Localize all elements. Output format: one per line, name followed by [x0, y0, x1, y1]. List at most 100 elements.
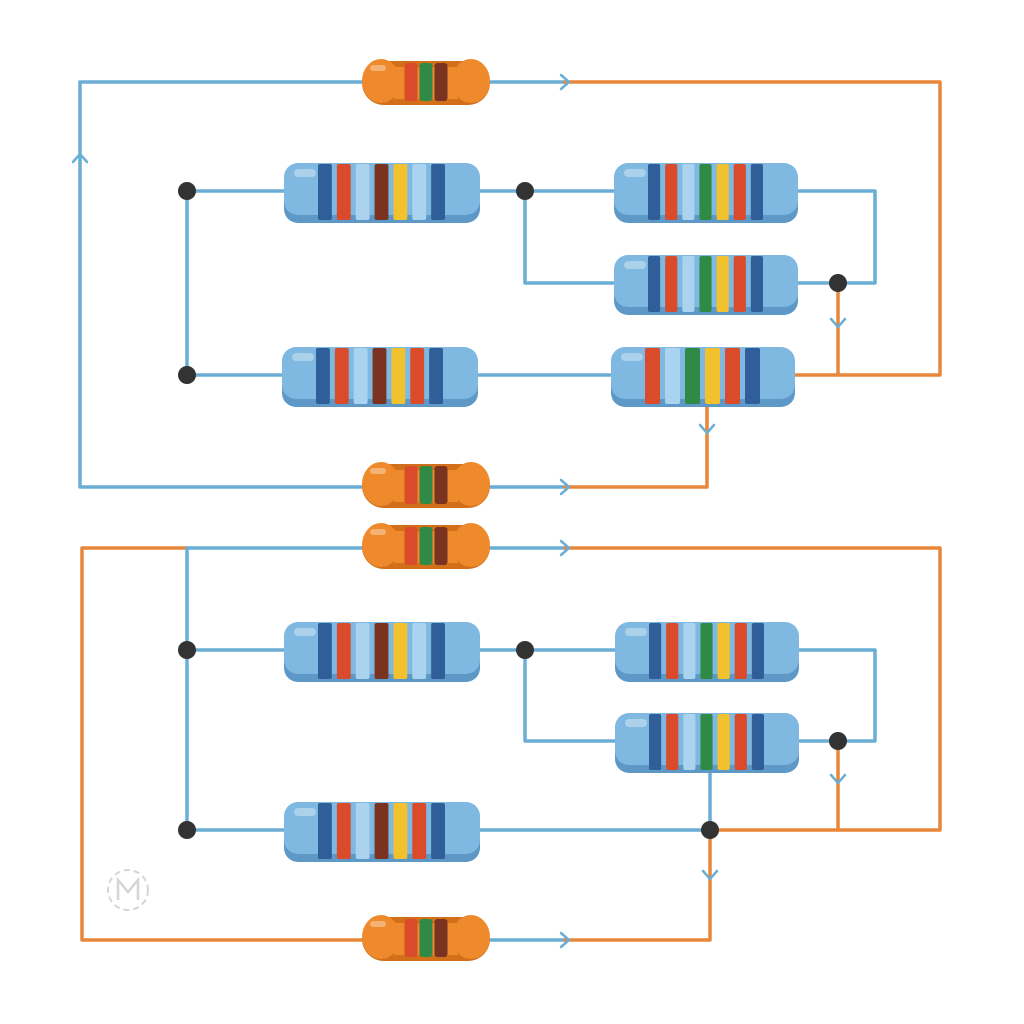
circuit-logo-icon [107, 869, 149, 911]
top-wire-branch [523, 189, 617, 285]
bottom-node-right [829, 732, 847, 750]
top-node-right [829, 274, 847, 292]
bottom-orange-resistor-top-band-2 [419, 527, 433, 565]
top-blue-resistor-lower-right-band-3 [685, 348, 700, 404]
bottom-orange-resistor-top-cap-left [362, 523, 400, 567]
top-blue-resistor-upper-left-band-7 [431, 164, 445, 220]
top-orange-resistor-top-band-3 [434, 63, 448, 101]
top-blue-resistor-upper-left [284, 163, 480, 223]
top-orange-resistor-top-cap-left [362, 59, 400, 103]
bottom-blue-resistor-upper-right-band-6 [734, 623, 747, 679]
top-orange-resistor-top-band-1 [404, 63, 418, 101]
top-blue-resistor-upper-right-band-2 [665, 164, 678, 220]
nodes-layer [178, 182, 847, 839]
top-blue-resistor-lower-left-band-7 [429, 348, 443, 404]
bottom-blue-resistor-upper-right [615, 622, 799, 682]
wires-layer [78, 80, 942, 942]
bottom-blue-resistor-middle-right-band-3 [683, 714, 696, 770]
bottom-arrow-top [559, 539, 571, 557]
top-orange-resistor-bottom [362, 462, 490, 508]
top-blue-resistor-upper-right-band-5 [716, 164, 729, 220]
top-orange-resistor-top-cap-right [452, 59, 490, 103]
bottom-orange-resistor-top-band-1 [404, 527, 418, 565]
top-blue-resistor-upper-left-band-3 [355, 164, 370, 220]
bottom-blue-resistor-middle-right-band-7 [751, 714, 764, 770]
top-blue-resistor-lower-right-band-2 [665, 348, 680, 404]
top-blue-resistor-middle-right-band-2 [665, 256, 678, 312]
bottom-node-center [701, 821, 719, 839]
top-blue-resistor-lower-right-band-4 [705, 348, 720, 404]
top-blue-resistor-upper-right-band-1 [648, 164, 661, 220]
top-blue-resistor-middle-right-band-3 [682, 256, 695, 312]
top-blue-resistor-upper-left-band-6 [412, 164, 427, 220]
bottom-blue-resistor-lower-left-band-5 [393, 803, 408, 859]
top-blue-resistor-middle-right-band-5 [716, 256, 729, 312]
resistors-layer [282, 59, 799, 961]
bottom-wire-branch [523, 648, 617, 743]
top-blue-resistor-upper-left-band-5 [393, 164, 408, 220]
bottom-node-upper-left [178, 641, 196, 659]
bottom-orange-resistor-bottom-band-3 [434, 919, 448, 957]
bottom-wire-outer-left-orange [80, 546, 364, 942]
bottom-blue-resistor-lower-left-band-7 [431, 803, 445, 859]
top-blue-resistor-lower-right-band-5 [725, 348, 740, 404]
top-arrow-left [71, 152, 89, 164]
bottom-blue-resistor-middle-right-band-5 [717, 714, 730, 770]
bottom-blue-resistor-upper-left-band-5 [393, 623, 408, 679]
bottom-blue-resistor-lower-left-band-6 [412, 803, 427, 859]
top-blue-resistor-lower-left-band-4 [372, 348, 387, 404]
bottom-orange-resistor-bottom-cap-left [362, 915, 400, 959]
top-blue-resistor-lower-left-band-1 [316, 348, 330, 404]
bottom-wire-left-vertical [185, 546, 287, 832]
bottom-blue-resistor-lower-left-band-1 [318, 803, 332, 859]
bottom-blue-resistor-middle-right-band-2 [666, 714, 679, 770]
bottom-blue-resistor-upper-left-band-6 [412, 623, 427, 679]
top-orange-resistor-bottom-band-3 [434, 466, 448, 504]
bottom-orange-resistor-bottom-band-2 [419, 919, 433, 957]
bottom-blue-resistor-lower-left-band-4 [374, 803, 389, 859]
bottom-blue-resistor-upper-right-band-2 [666, 623, 679, 679]
top-blue-resistor-upper-right-band-4 [699, 164, 712, 220]
top-orange-resistor-bottom-band-2 [419, 466, 433, 504]
bottom-wire-right-loop [797, 648, 877, 743]
top-blue-resistor-upper-right-band-6 [733, 164, 746, 220]
bottom-orange-resistor-bottom-band-1 [404, 919, 418, 957]
bottom-blue-resistor-middle-right-band-4 [700, 714, 713, 770]
bottom-wire-return-orange [563, 546, 942, 832]
bottom-blue-resistor-upper-right-band-1 [649, 623, 662, 679]
bottom-blue-resistor-lower-left-band-2 [336, 803, 351, 859]
bottom-arrow-right-drop [829, 773, 847, 785]
top-blue-resistor-middle-right-band-6 [733, 256, 746, 312]
top-blue-resistor-lower-right-band-1 [645, 348, 660, 404]
top-blue-resistor-middle-right-highlight [624, 261, 646, 269]
bottom-blue-resistor-upper-left-band-4 [374, 623, 389, 679]
bottom-blue-resistor-upper-right-band-7 [751, 623, 764, 679]
bottom-blue-resistor-lower-left [284, 802, 480, 862]
top-node-upper-left [178, 182, 196, 200]
top-arrow-right-drop [829, 317, 847, 329]
top-blue-resistor-middle-right [614, 255, 798, 315]
bottom-wire-bottom-orange [563, 828, 712, 942]
top-blue-resistor-lower-left-band-3 [353, 348, 368, 404]
bottom-orange-resistor-top-cap-right [452, 523, 490, 567]
top-blue-resistor-upper-right-band-3 [682, 164, 695, 220]
bottom-blue-resistor-upper-left-band-1 [318, 623, 332, 679]
top-orange-resistor-top-highlight [370, 65, 386, 71]
bottom-blue-resistor-upper-right-band-4 [700, 623, 713, 679]
bottom-blue-resistor-middle-right-band-6 [734, 714, 747, 770]
top-blue-resistor-upper-right-band-7 [750, 164, 763, 220]
top-blue-resistor-lower-right-band-6 [745, 348, 760, 404]
bottom-orange-resistor-bottom [362, 915, 490, 961]
top-blue-resistor-upper-left-band-1 [318, 164, 332, 220]
top-blue-resistor-upper-right-highlight [624, 169, 646, 177]
top-blue-resistor-upper-right [614, 163, 798, 223]
bottom-node-middle [516, 641, 534, 659]
top-arrow-bottom [559, 478, 571, 496]
bottom-blue-resistor-upper-left-highlight [294, 628, 316, 636]
top-blue-resistor-lower-left-band-6 [410, 348, 425, 404]
bottom-blue-resistor-upper-left-band-2 [336, 623, 351, 679]
top-blue-resistor-middle-right-band-7 [750, 256, 763, 312]
top-node-lower-left [178, 366, 196, 384]
